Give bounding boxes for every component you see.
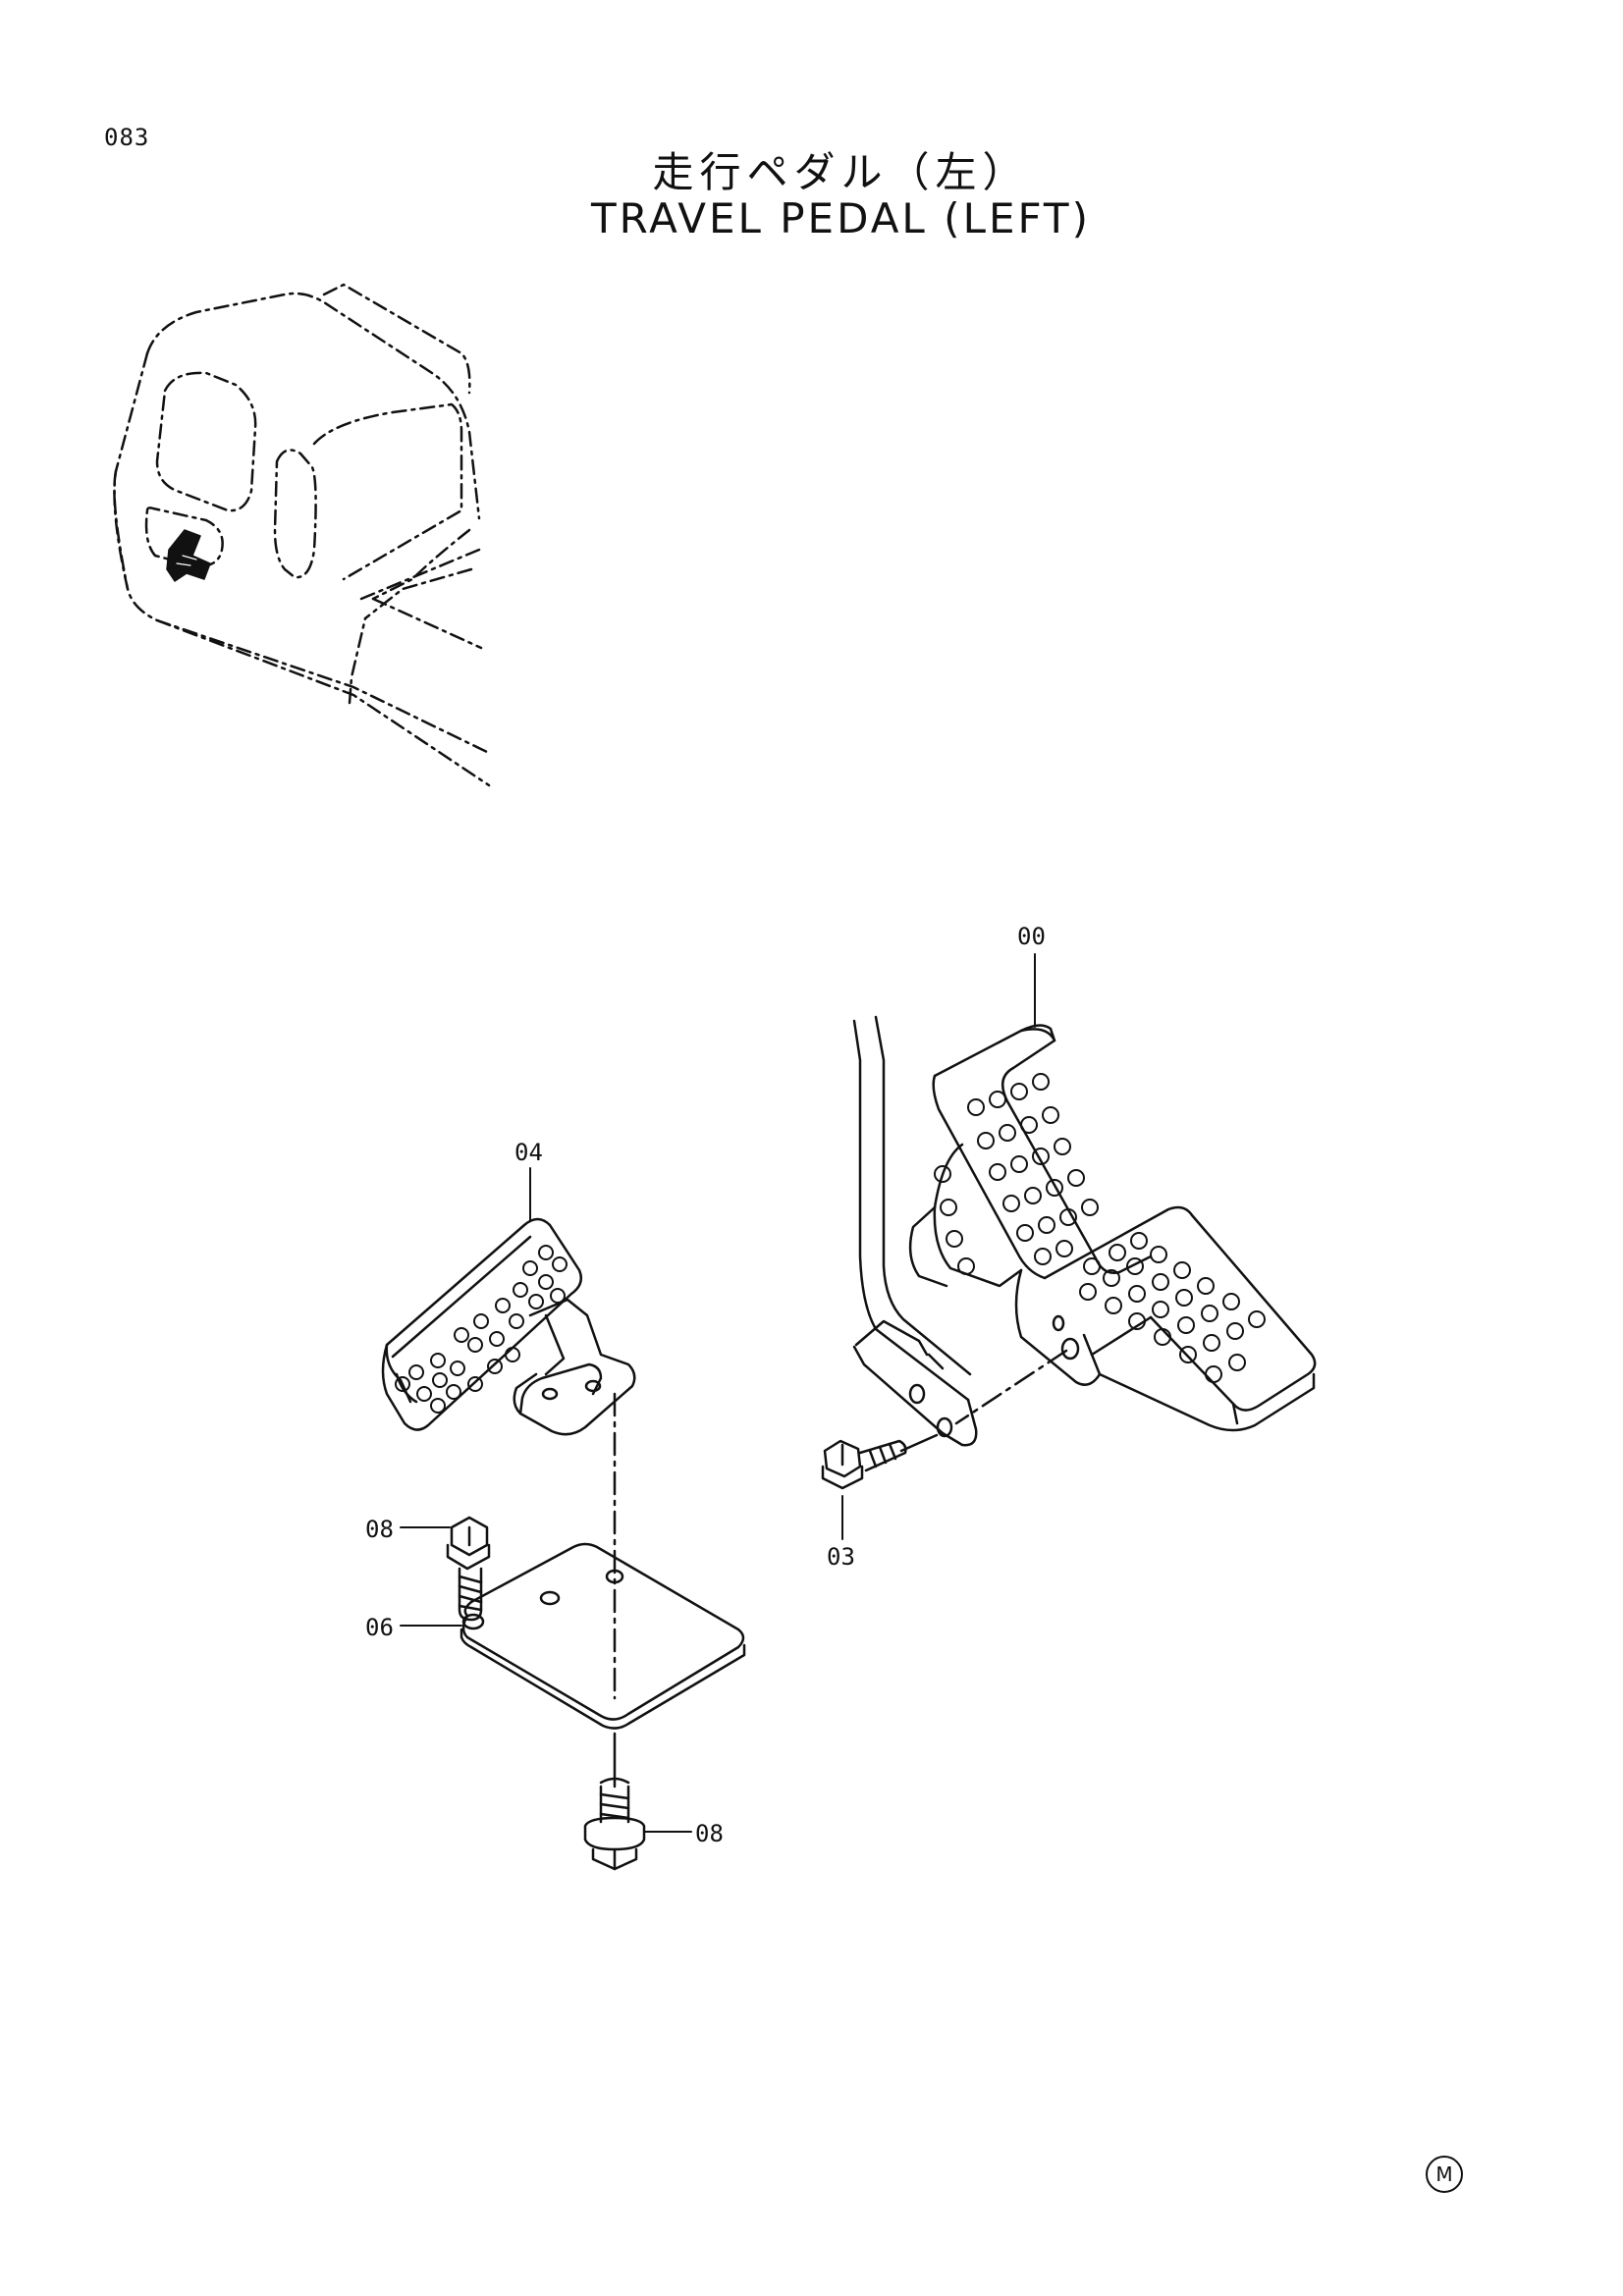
pedal-04-studs	[395, 1245, 568, 1414]
callout-06: 06	[365, 1614, 394, 1641]
pedal-00	[908, 1024, 1317, 1432]
bolt-08-lower	[583, 1777, 646, 1871]
assembly-line-bolt-03	[899, 1433, 939, 1453]
callout-04: 04	[514, 1139, 543, 1166]
title-japanese: 走行ペダル（左）	[652, 148, 1030, 196]
page-number: 083	[104, 124, 150, 151]
title-english: TRAVEL PEDAL (LEFT)	[591, 194, 1091, 242]
bolt-08-upper	[446, 1516, 491, 1622]
callout-08-lower: 08	[695, 1820, 724, 1847]
pedal-04	[381, 1217, 636, 1436]
cab-overview	[113, 283, 493, 787]
bolt-03	[821, 1439, 907, 1490]
callout-08-upper: 08	[365, 1516, 394, 1543]
callout-leaders	[400, 953, 1036, 1833]
registered-mark-icon: M	[1426, 2156, 1463, 2193]
assembly-line-bracket	[954, 1349, 1068, 1425]
callout-labels: 00 04 08 06 03 08	[365, 923, 1046, 1847]
callout-00: 00	[1017, 923, 1046, 950]
mounting-bar	[852, 1015, 978, 1447]
callout-03: 03	[827, 1543, 855, 1571]
pedal-00-studs	[934, 1073, 1266, 1383]
cab-pedal-highlight	[166, 529, 211, 582]
plate-06	[460, 1542, 746, 1730]
